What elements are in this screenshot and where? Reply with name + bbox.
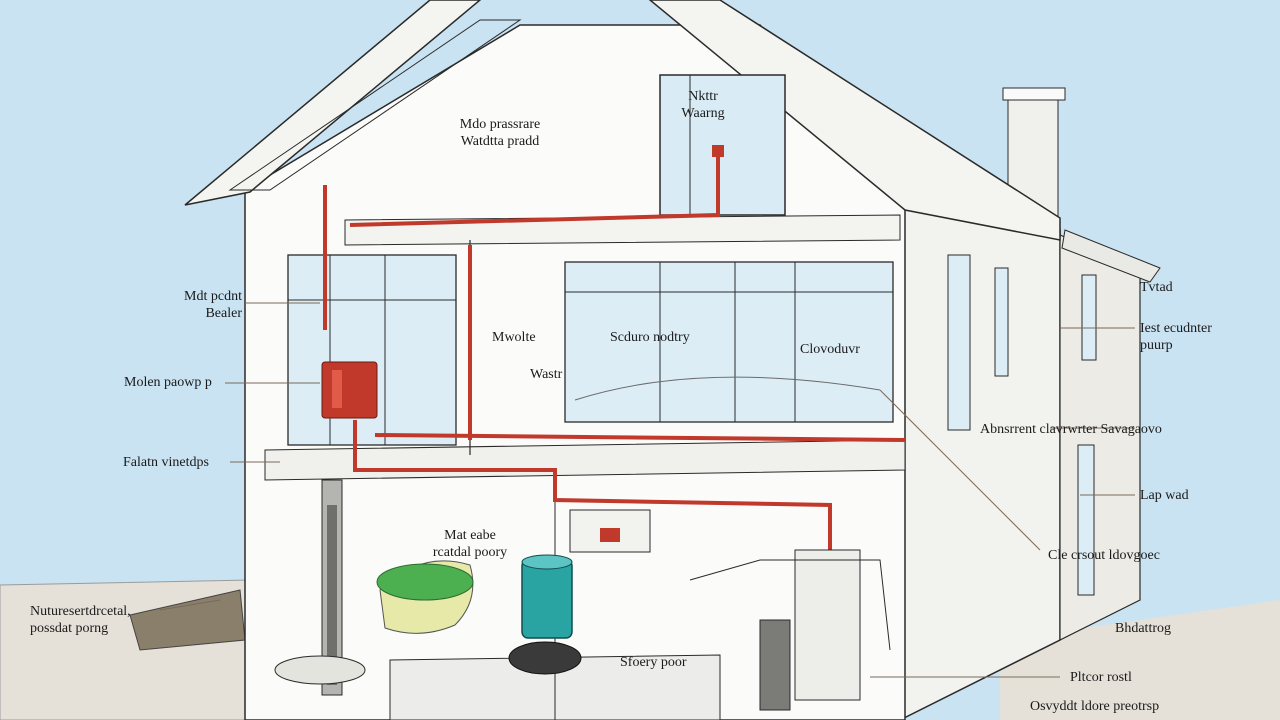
side-window-1 xyxy=(947,254,971,431)
moss-layer xyxy=(376,563,474,601)
label-center-scudro: Scduro nodtry xyxy=(610,330,690,345)
stair-outline xyxy=(689,559,891,651)
side-window-2 xyxy=(994,267,1009,377)
label-right-trap: Lap wad xyxy=(1140,488,1189,503)
side-window-4 xyxy=(1081,274,1097,361)
label-left-upper: Mdt pcdnt Bealer xyxy=(184,289,242,321)
supply-pipes xyxy=(323,145,906,550)
well-pipe xyxy=(327,505,337,685)
label-basement-pump: Sfoery poor xyxy=(620,655,687,670)
label-right-bottom1: Pltcor rostl xyxy=(1070,670,1132,685)
water-pump xyxy=(321,361,378,419)
label-center-clovd: Clovoduvr xyxy=(800,342,860,357)
chimney-cap xyxy=(1002,87,1066,101)
pipe-basement-run xyxy=(353,420,832,550)
roof-vent-fitting xyxy=(712,145,724,157)
label-left-ground: Nuturesertdrcetal, possdat porng xyxy=(30,604,131,636)
furniture-sketch xyxy=(574,376,881,401)
well-base xyxy=(274,655,366,685)
label-basement-moss: Mat eabe rcatdal poory xyxy=(432,528,508,560)
label-left-mid: Falatn vinetdps xyxy=(123,455,209,470)
roof-inner-line-left xyxy=(228,19,522,191)
label-right-top: Tvtad xyxy=(1140,280,1173,295)
label-center-wastr: Wastr xyxy=(530,367,563,382)
leader-left-ground xyxy=(159,599,221,611)
label-right-mid: Abnsrrent clavrwrter Savagaovo xyxy=(980,422,1162,437)
pressure-tank-top xyxy=(521,554,573,570)
label-left-pump: Molen paowp p xyxy=(124,375,212,390)
roof-edge-right xyxy=(648,0,1061,241)
pressure-tank-base xyxy=(508,641,582,675)
label-right-upper: Iest ecudnter puurp xyxy=(1140,321,1212,353)
roof-edge-left xyxy=(184,0,482,206)
leader-cleanout xyxy=(879,389,1041,551)
label-right-cleanout: Cle crsout ldovgoec xyxy=(1048,548,1160,563)
water-heater xyxy=(794,549,861,701)
label-roof-top: Mdo prassrare Watdtta pradd xyxy=(459,117,541,149)
water-pump-highlight xyxy=(332,370,342,408)
label-right-lower: Bhdattrog xyxy=(1115,621,1171,636)
label-right-bottom2: Osvyddt ldore preotrsp xyxy=(1030,699,1160,714)
pressure-tank xyxy=(521,559,573,639)
label-roof-vent: Nkttr Waarng xyxy=(681,89,725,121)
pipe-attic-run xyxy=(349,145,720,227)
manifold-valve xyxy=(600,528,620,542)
center-window xyxy=(564,261,894,423)
annex-roof xyxy=(1061,229,1161,283)
callout-leaders xyxy=(159,302,1135,678)
softener-unit xyxy=(759,619,791,711)
side-window-3 xyxy=(1077,444,1095,596)
pipe-floor-run xyxy=(374,433,906,442)
side-wall xyxy=(899,199,1061,720)
label-center-mwolte: Mwolte xyxy=(492,330,536,345)
